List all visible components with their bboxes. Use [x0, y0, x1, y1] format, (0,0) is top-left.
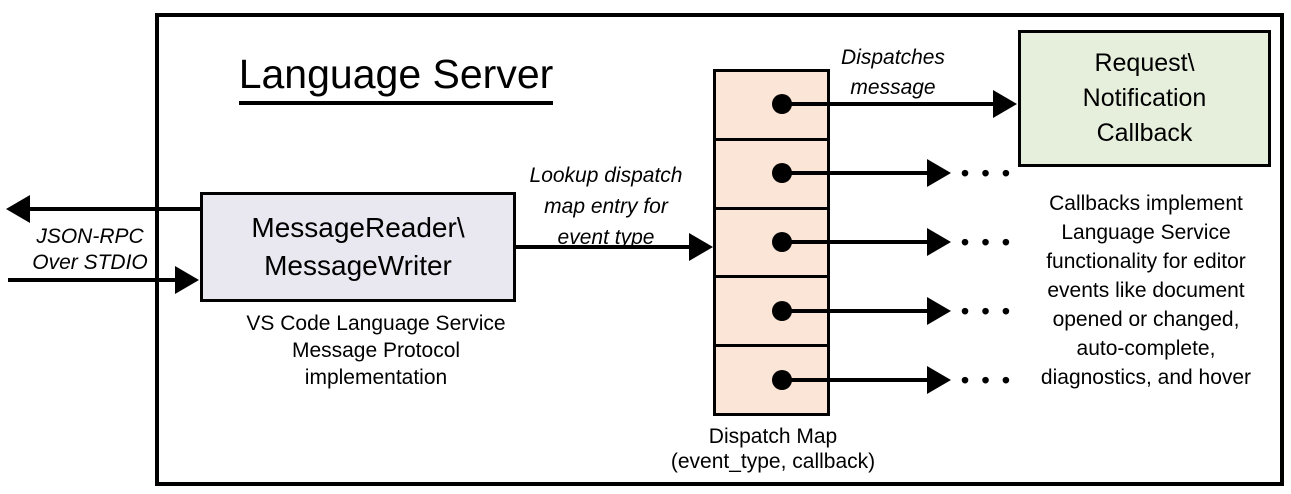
callbacks-note-line: auto-complete, [1076, 337, 1216, 360]
message-box-label-line: MessageWriter [264, 250, 452, 281]
ellipsis: • • • [961, 367, 1013, 393]
callbacks-note-line: functionality for editor [1046, 250, 1246, 273]
lookup-label-line: event type [557, 226, 655, 249]
diagram-title-text: Language Server [238, 50, 554, 105]
dispatches-message-line: Dispatches [841, 46, 945, 69]
callbacks-note-line: events like document [1047, 279, 1245, 302]
dispatch-map [713, 69, 830, 416]
ellipsis: • • • [961, 160, 1013, 186]
ellipsis: • • • [961, 298, 1013, 324]
dispatch-map-caption-line: Dispatch Map [708, 425, 838, 448]
dispatch-cell [716, 347, 827, 413]
dispatch-map-caption-line: (event_type, callback) [670, 450, 876, 473]
message-box-label-line: MessageReader\ [251, 212, 465, 243]
diagram-title: Language Server [235, 50, 557, 105]
stdio-label-line: Over STDIO [32, 251, 148, 274]
request-notification-callback-box: Request\ Notification Callback [1018, 30, 1271, 167]
callback-box-label-line: Callback [1096, 119, 1193, 147]
callback-box-label-line: Notification [1082, 84, 1207, 112]
callbacks-note-line: opened or changed, [1052, 308, 1240, 331]
callbacks-note-line: diagnostics, and hover [1040, 366, 1252, 389]
stdio-label-line: JSON-RPC [36, 225, 144, 248]
ellipsis: • • • [961, 229, 1013, 255]
lookup-label: Lookup dispatch map entry for event type [513, 160, 699, 253]
dispatch-cell [716, 141, 827, 210]
dispatch-cell [716, 278, 827, 348]
message-reader-writer-box: MessageReader\ MessageWriter [200, 192, 516, 302]
dispatch-cell [716, 72, 827, 141]
message-box-caption-line: Message Protocol implementation [291, 339, 461, 389]
callback-box-label-line: Request\ [1094, 49, 1195, 77]
message-box-caption-line: VS Code Language Service [246, 312, 506, 335]
lookup-label-line: Lookup dispatch [529, 164, 683, 187]
dispatches-message-line: message [850, 76, 936, 99]
dispatch-map-caption: Dispatch Map (event_type, callback) [653, 424, 893, 474]
stdio-label: JSON-RPC Over STDIO [15, 224, 165, 276]
dispatches-message-label: Dispatches message [832, 43, 954, 103]
callbacks-note-line: Callbacks implement [1049, 192, 1243, 215]
dispatch-cell [716, 210, 827, 279]
lookup-label-line: map entry for [544, 195, 668, 218]
message-box-caption: VS Code Language Service Message Protoco… [218, 310, 534, 391]
callbacks-note: Callbacks implement Language Service fun… [1012, 189, 1280, 392]
callbacks-note-line: Language Service [1061, 221, 1231, 244]
